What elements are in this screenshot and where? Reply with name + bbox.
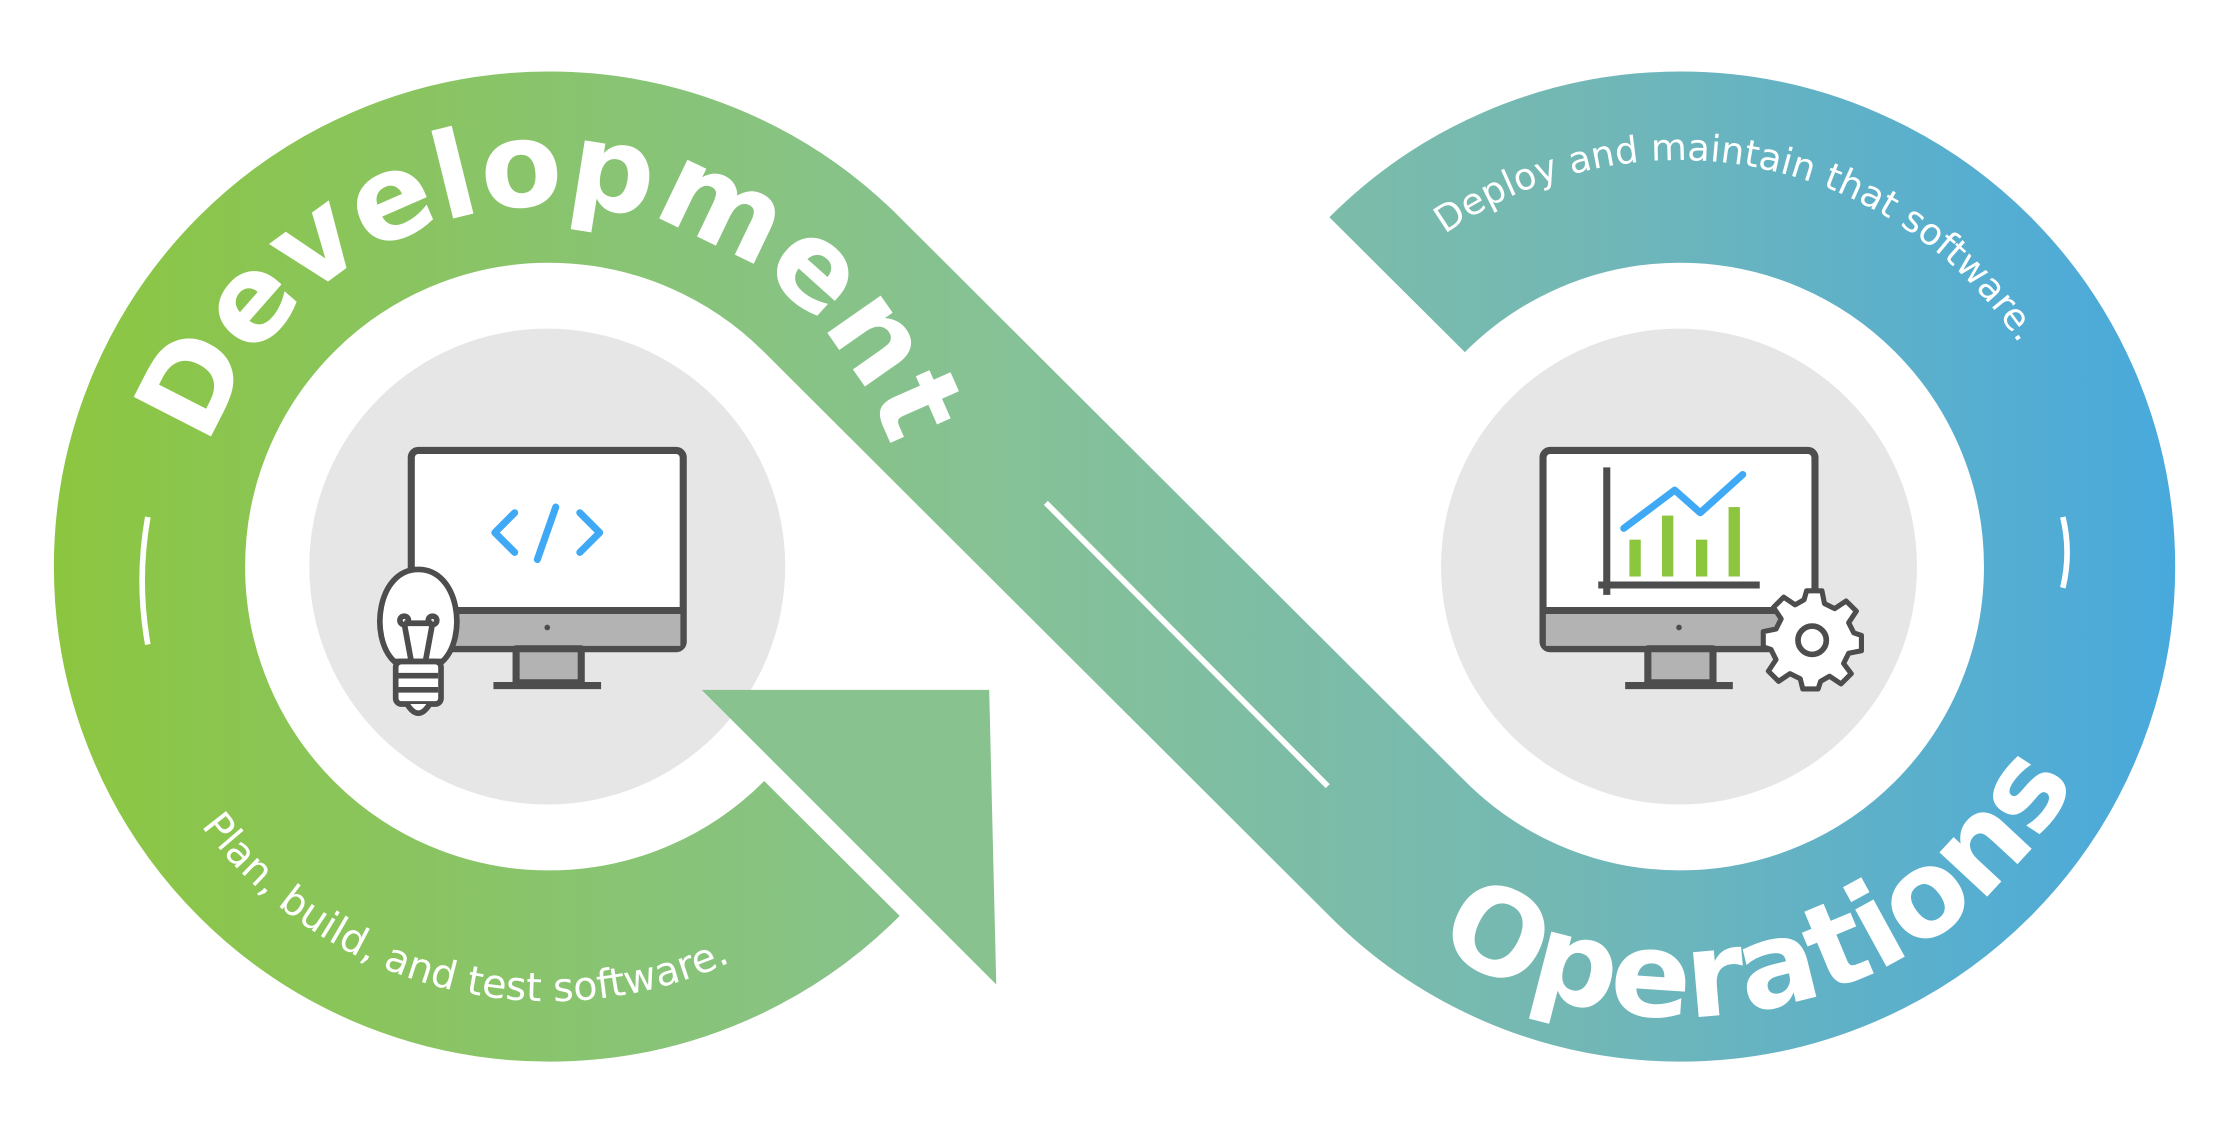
code-brackets-icon [491, 503, 604, 564]
monitor-chart-icon [1539, 446, 1819, 690]
left-dash [139, 516, 151, 645]
gear-icon [1760, 588, 1864, 692]
bar-chart-icon [1598, 467, 1760, 595]
monitor-code-icon [407, 446, 687, 690]
band-divider-line [1043, 500, 1330, 789]
lightbulb-icon [377, 566, 460, 716]
right-dash [2060, 516, 2070, 589]
arrow-head [701, 689, 997, 985]
infinity-band [53, 71, 2176, 1062]
